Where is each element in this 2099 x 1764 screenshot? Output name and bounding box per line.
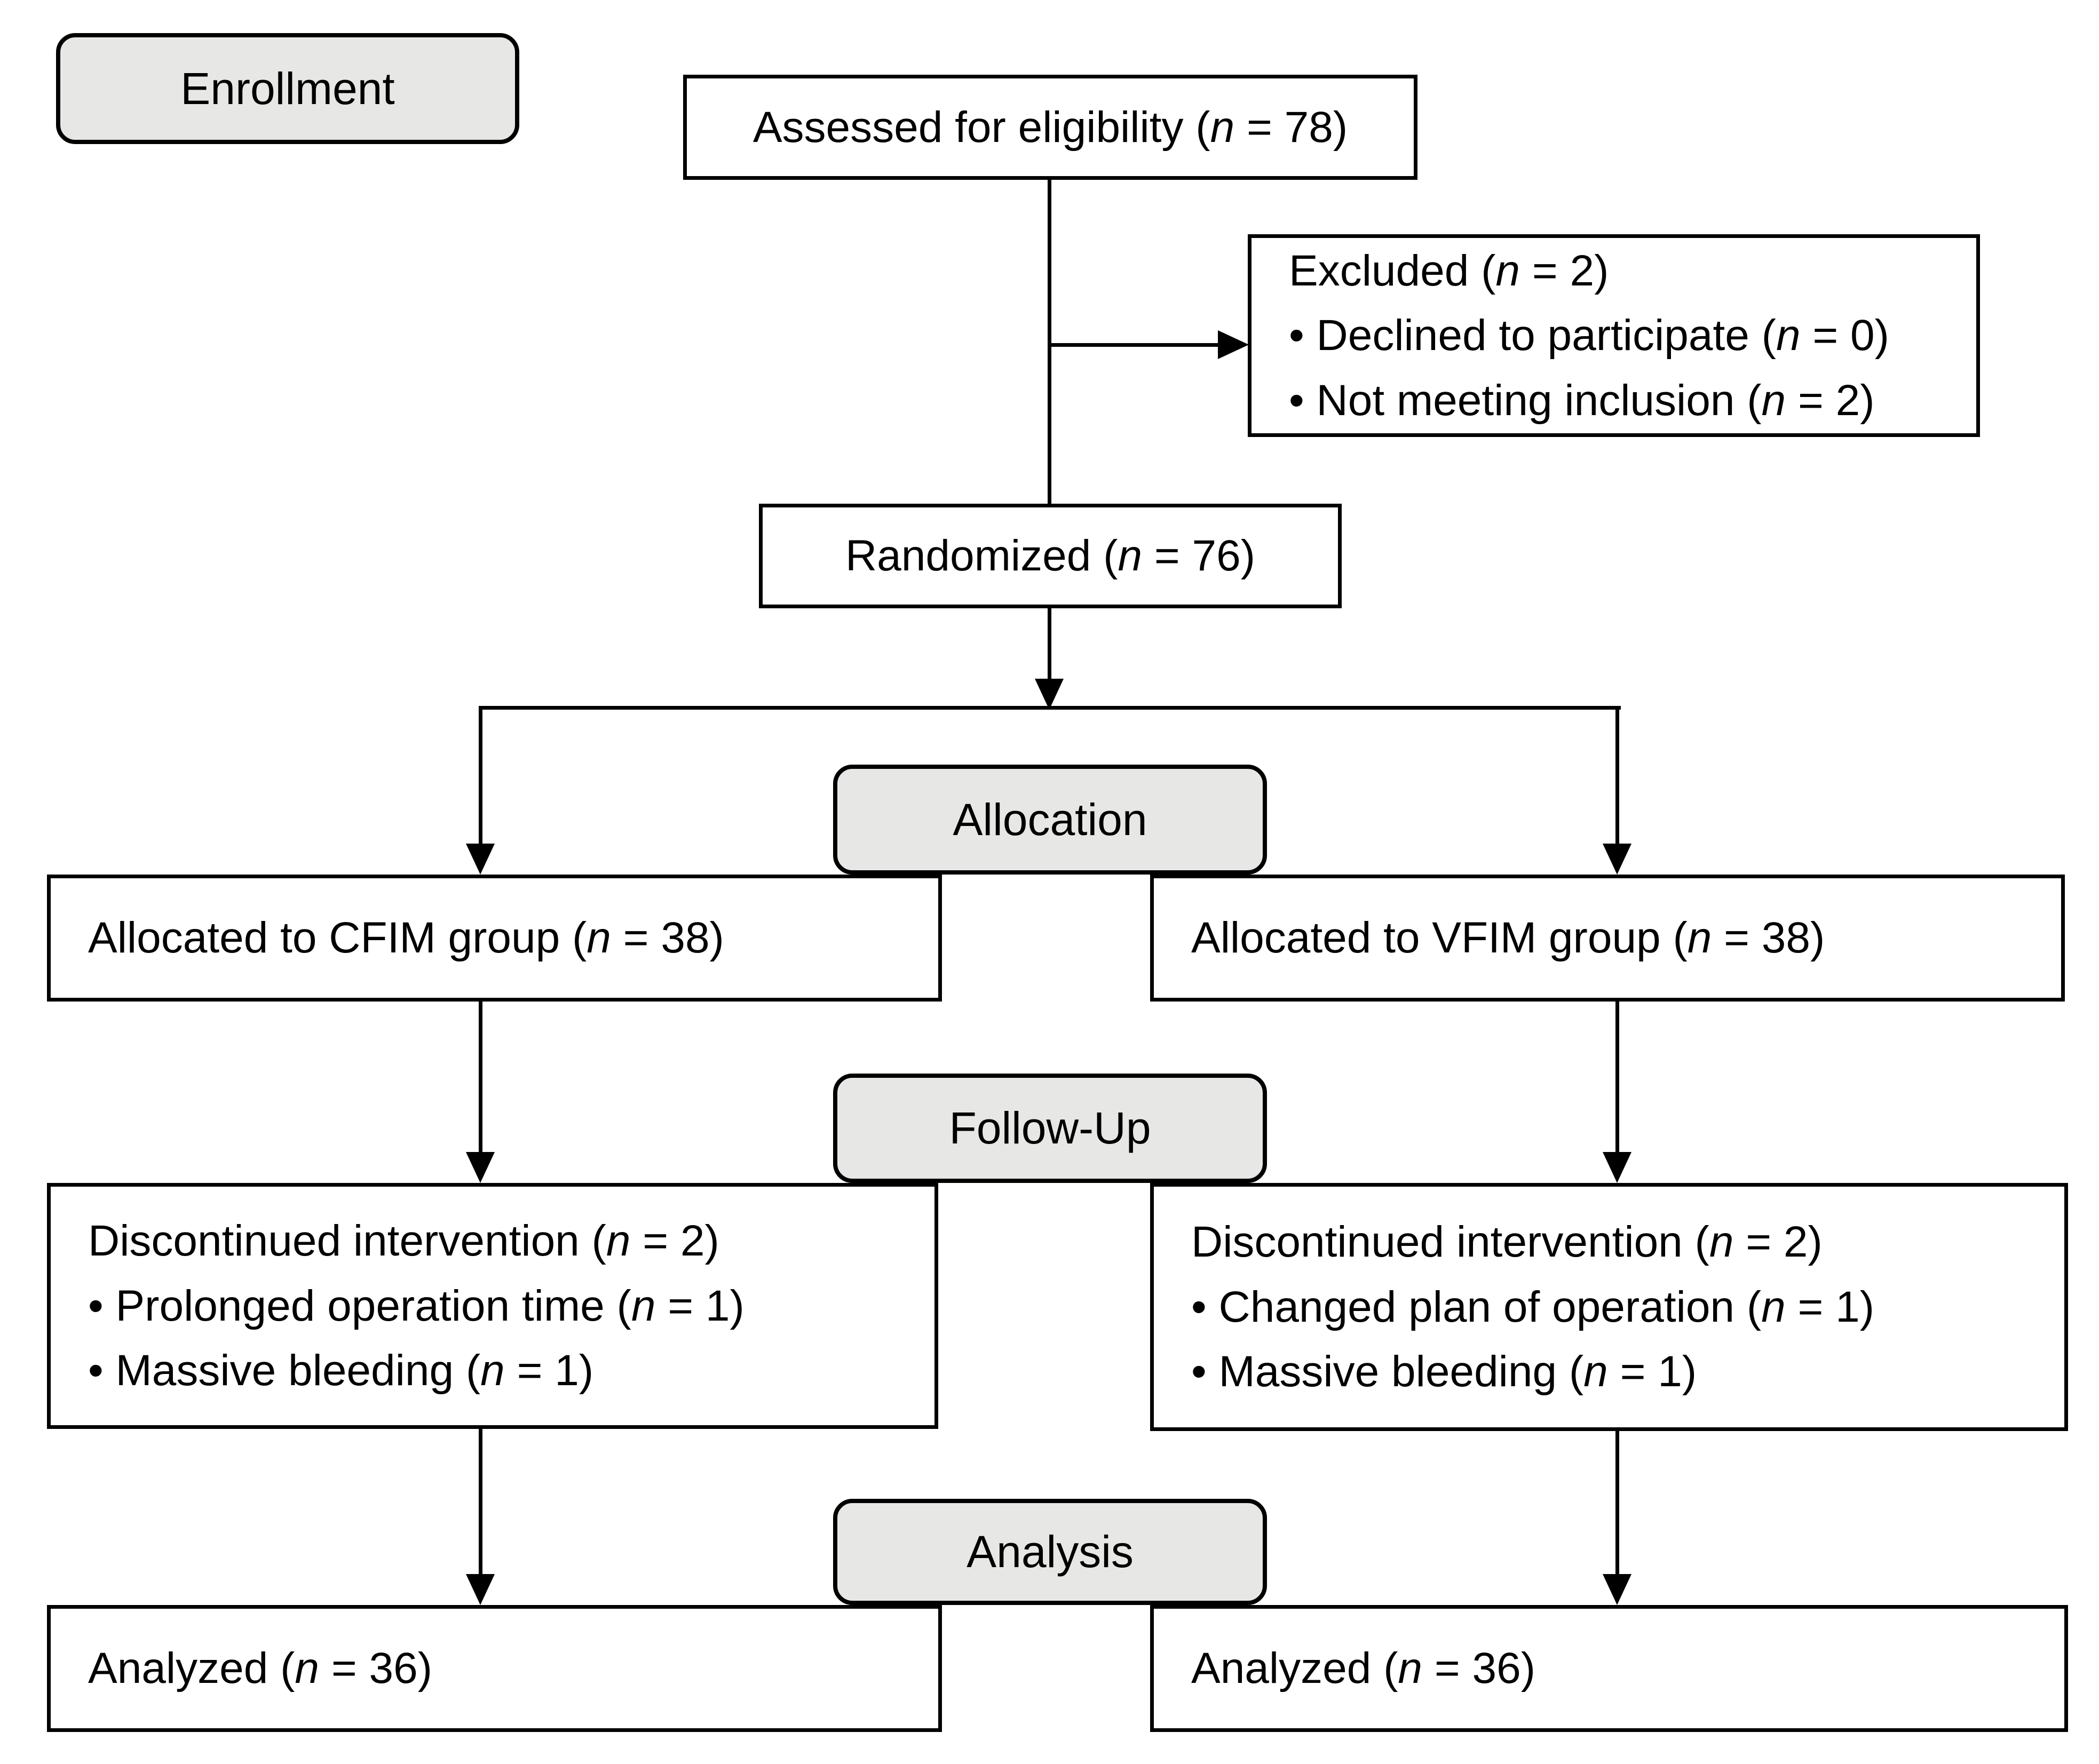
analyzed-cfim-box: Analyzed (n = 36): [47, 1605, 942, 1732]
discontinued-cfim-item-bleeding: • Massive bleeding (n = 1): [88, 1346, 594, 1395]
discontinued-cfim-box: Discontinued intervention (n = 2) • Prol…: [47, 1183, 938, 1429]
stage-label-analysis-text: Analysis: [967, 1527, 1134, 1577]
arrowhead-cfim-followup-icon: [466, 1152, 495, 1183]
connector-to-excluded: [1048, 343, 1218, 347]
assessed-for-eligibility-text: Assessed for eligibility (n = 78): [753, 102, 1348, 152]
connector-randomized-to-branch: [1048, 608, 1051, 679]
connector-branch-to-vfim: [1615, 706, 1619, 844]
arrowhead-vfim-analysis-icon: [1603, 1574, 1631, 1605]
connector-branch-to-cfim: [479, 706, 482, 844]
randomized-box: Randomized (n = 76): [759, 504, 1342, 608]
excluded-box: Excluded (n = 2) • Declined to participa…: [1248, 234, 1980, 437]
analyzed-cfim-text: Analyzed (n = 36): [88, 1644, 432, 1693]
allocated-vfim-box: Allocated to VFIM group (n = 38): [1150, 875, 2065, 1002]
connector-vfim-to-analysis: [1615, 1431, 1619, 1575]
stage-label-enrollment-text: Enrollment: [180, 63, 395, 114]
discontinued-vfim-item-changed: • Changed plan of operation (n = 1): [1191, 1282, 1875, 1331]
assessed-for-eligibility-box: Assessed for eligibility (n = 78): [683, 75, 1417, 180]
arrowhead-cfim-allocation-icon: [466, 844, 495, 875]
arrowhead-cfim-analysis-icon: [466, 1574, 495, 1605]
connector-cfim-to-followup: [479, 1002, 482, 1153]
allocated-vfim-text: Allocated to VFIM group (n = 38): [1191, 913, 1825, 963]
connector-vfim-to-followup: [1615, 1002, 1619, 1153]
arrowhead-branch-icon: [1035, 679, 1064, 710]
discontinued-cfim-title: Discontinued intervention (n = 2): [88, 1217, 719, 1266]
connector-assessed-to-randomized: [1048, 180, 1051, 504]
excluded-item-declined: • Declined to participate (n = 0): [1289, 311, 1889, 360]
discontinued-cfim-item-prolonged: • Prolonged operation time (n = 1): [88, 1281, 744, 1330]
randomized-text: Randomized (n = 76): [845, 531, 1256, 581]
analyzed-vfim-box: Analyzed (n = 36): [1150, 1605, 2068, 1732]
stage-label-analysis: Analysis: [833, 1499, 1267, 1605]
arrowhead-excluded-icon: [1218, 330, 1249, 359]
discontinued-vfim-title: Discontinued intervention (n = 2): [1191, 1218, 1823, 1267]
arrowhead-vfim-followup-icon: [1603, 1152, 1631, 1183]
connector-cfim-to-analysis: [479, 1429, 482, 1575]
arrowhead-vfim-allocation-icon: [1603, 844, 1631, 875]
allocated-cfim-text: Allocated to CFIM group (n = 38): [88, 913, 724, 963]
discontinued-vfim-box: Discontinued intervention (n = 2) • Chan…: [1150, 1183, 2068, 1431]
stage-label-allocation-text: Allocation: [953, 794, 1147, 845]
excluded-item-not-meeting: • Not meeting inclusion (n = 2): [1289, 376, 1875, 425]
stage-label-followup: Follow-Up: [833, 1074, 1267, 1183]
discontinued-vfim-item-bleeding: • Massive bleeding (n = 1): [1191, 1347, 1697, 1396]
analyzed-vfim-text: Analyzed (n = 36): [1191, 1644, 1535, 1693]
stage-label-followup-text: Follow-Up: [949, 1103, 1151, 1154]
excluded-title: Excluded (n = 2): [1289, 246, 1609, 295]
allocated-cfim-box: Allocated to CFIM group (n = 38): [47, 875, 942, 1002]
stage-label-enrollment: Enrollment: [56, 33, 519, 144]
stage-label-allocation: Allocation: [833, 765, 1267, 875]
